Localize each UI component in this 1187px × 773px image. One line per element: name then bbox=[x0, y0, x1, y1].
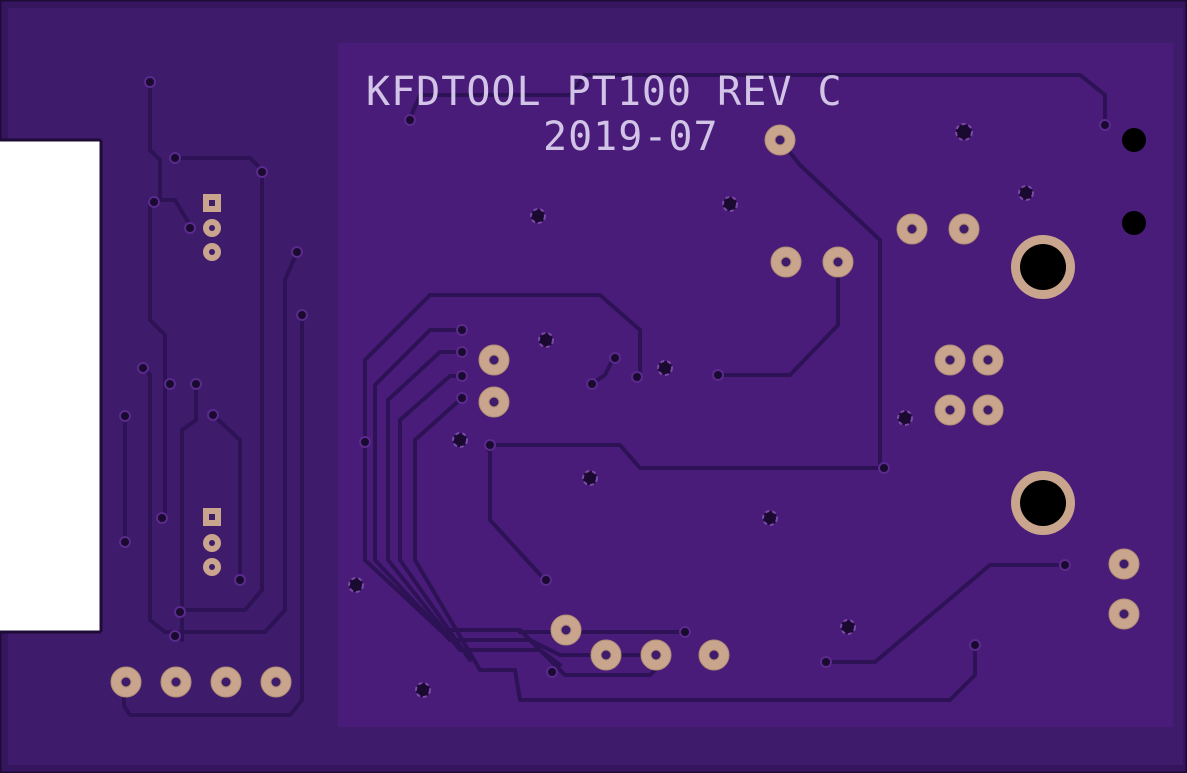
copper-pour bbox=[338, 43, 1173, 727]
ground-vias bbox=[348, 123, 1034, 698]
silkscreen-date: 2019-07 bbox=[543, 114, 719, 160]
cutout bbox=[0, 140, 101, 632]
th-pads bbox=[110, 124, 1140, 698]
mounting-holes bbox=[1011, 128, 1146, 535]
small-pads bbox=[203, 194, 221, 576]
vias bbox=[119, 76, 1111, 678]
traces bbox=[122, 73, 1107, 717]
silkscreen-title: KFDTOOL PT100 REV C bbox=[366, 69, 843, 115]
